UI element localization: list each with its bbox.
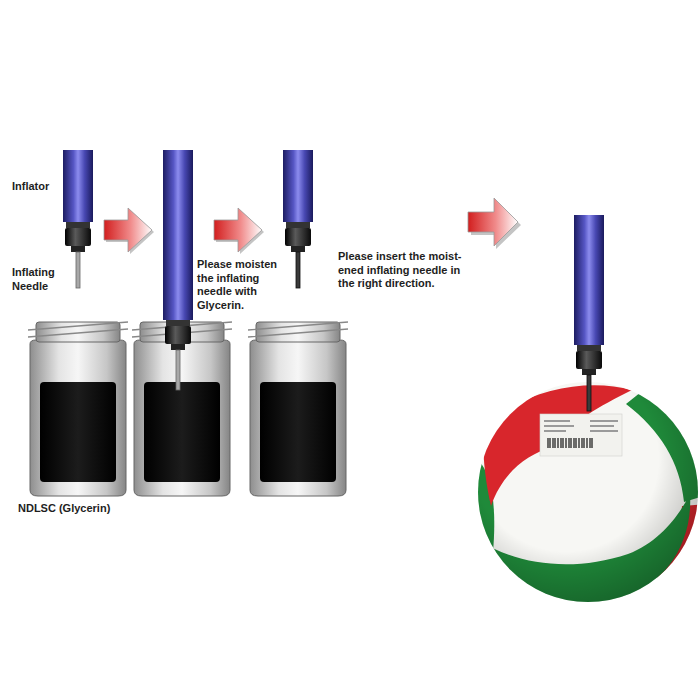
instruction-note: Please insert the moist- ened inflating …	[338, 250, 478, 291]
inflator-pump	[163, 150, 193, 390]
volleyball	[463, 382, 700, 608]
step-arrow	[214, 208, 264, 254]
part-label: NDLSC (Glycerin)	[18, 502, 178, 516]
step-arrow	[104, 208, 154, 254]
glycerin-jar	[132, 322, 232, 496]
instruction-note: Please moisten the inflating needle with…	[197, 258, 289, 312]
ball-label	[540, 414, 622, 456]
inflator-pump	[283, 150, 313, 288]
part-label: Inflating Needle	[12, 266, 68, 293]
inflator-pump	[63, 150, 93, 288]
part-label: Inflator	[12, 180, 82, 194]
inflator-pump	[574, 215, 604, 411]
glycerin-jar	[248, 322, 348, 496]
step-arrow	[468, 198, 521, 249]
glycerin-jar	[28, 322, 128, 496]
